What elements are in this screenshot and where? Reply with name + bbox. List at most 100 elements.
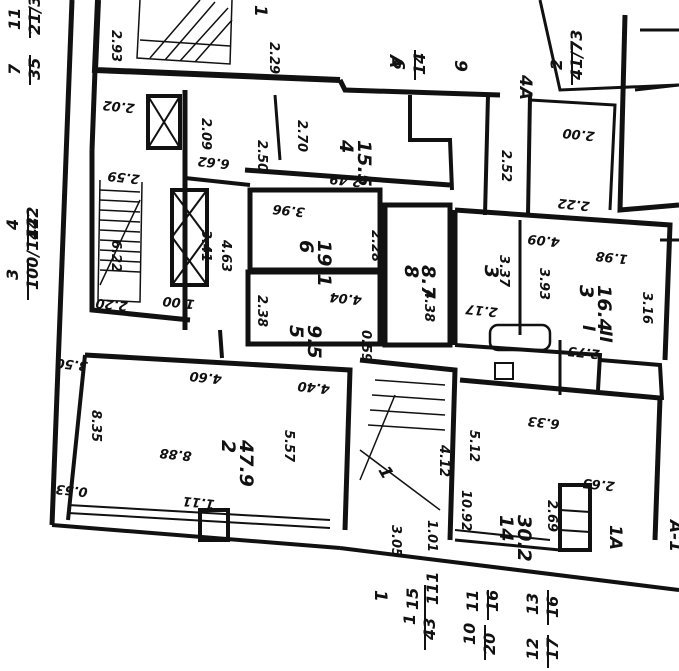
frac-bot-4-num: 11: [463, 590, 482, 612]
room-14-number: 14: [495, 515, 517, 541]
room-3-wall: [454, 207, 673, 361]
room-4-number: 4: [335, 139, 357, 153]
dim-888: 8.88: [159, 445, 192, 463]
dim-622: 6.22: [108, 240, 123, 272]
dim-463: 4.63: [218, 239, 233, 272]
dim-259: 2.59: [107, 168, 140, 186]
dim-229: 2.29: [266, 42, 281, 74]
dim-1092: 10.92: [458, 490, 473, 531]
dim-202: 2.02: [102, 97, 135, 115]
dim-059: 0.59: [358, 330, 373, 362]
stair-left: [97, 179, 143, 303]
mark-1b: 1: [250, 5, 270, 17]
room-2-area: 47.9: [235, 439, 257, 487]
dim-305: 3.05: [388, 525, 403, 557]
frac-left-3-num: 7: [5, 63, 24, 75]
frac-top-1-num: 9: [390, 59, 409, 70]
room-3-number: 3: [575, 285, 597, 298]
bottom-outer-wall-right: [339, 546, 679, 592]
room-6-area: 19.1: [313, 240, 335, 287]
dim-222: 2.22: [557, 195, 590, 213]
dim-270: 2.70: [294, 120, 309, 152]
mark-4a: 4A: [515, 74, 535, 100]
dim-111: 1.11: [182, 493, 215, 511]
dim-228: 2.28: [368, 230, 383, 262]
room-8-area: 8.7: [417, 265, 439, 299]
dim-835: 8.35: [88, 410, 103, 442]
top-block-wall: [91, 0, 341, 83]
dim-198: 1.98: [595, 248, 628, 266]
dim-412: 4.12: [436, 444, 451, 477]
room-8-number: 8: [400, 265, 422, 278]
dim-396: 3.96: [272, 201, 305, 219]
dim-440: 4.40: [297, 378, 331, 396]
dim-249: 2.49: [329, 171, 362, 189]
frac-bot-5-num: 12: [523, 638, 542, 660]
room-8-wall: [382, 202, 453, 348]
room-14-wall: [459, 377, 663, 541]
frac-top-2-den: 41/73: [567, 30, 586, 81]
stair-bottom: [359, 379, 446, 511]
mark-a: A: [385, 53, 405, 68]
dim-100: 1.00: [162, 293, 195, 311]
dim-209: 2.09: [198, 118, 213, 150]
mark-a1: A-1: [665, 518, 679, 552]
dim-252: 2.52: [498, 150, 513, 182]
pier: [198, 508, 230, 542]
room-5-number: 5: [285, 325, 307, 338]
frac-bot-1-num: 1: [400, 614, 419, 625]
frac-left-1-num: 3: [3, 269, 22, 280]
dim-460: 4.60: [189, 368, 223, 386]
frac-top-1-den: 14: [410, 53, 429, 75]
dim-250: 2.50: [254, 140, 269, 172]
wall-upper-left: [89, 69, 98, 151]
dim-053: 0.53: [55, 481, 88, 499]
frac-bot-3-num: 10: [460, 623, 479, 645]
frac-bot-1-den: 43: [420, 618, 439, 641]
room-14-area: 30.2: [513, 515, 535, 562]
dim-438: 4.38: [421, 289, 436, 322]
frac-left-2-den: 142: [23, 207, 42, 240]
left-outer-wall: [49, 0, 75, 526]
mark-1a: 1A: [605, 525, 625, 550]
stair-top: [136, 0, 233, 65]
dim-200: 2.00: [562, 125, 595, 143]
dim-341: 3.41: [198, 230, 213, 262]
dim-220: 2.20: [95, 295, 128, 313]
dim-557: 5.57: [281, 430, 296, 463]
frac-bot-5-den: 17: [543, 637, 562, 660]
frac-left-3-den: 35: [25, 58, 44, 80]
dim-293: 2.93: [108, 30, 123, 62]
stair-block-wall: [89, 150, 191, 323]
frac-bot-6-num: 13: [523, 593, 542, 615]
dim-350: 3.50: [55, 355, 88, 373]
frac-left-2-num: 4: [3, 219, 22, 231]
mark-1x: 1: [370, 590, 390, 602]
dim-275: 2.75: [567, 343, 600, 361]
frac-left-4-num: 11: [5, 8, 24, 30]
dim-512: 5.12: [466, 430, 481, 462]
room-5-area: 9.5: [303, 325, 325, 359]
mark-1: 1: [374, 463, 397, 483]
stair-bottom-wall: [359, 357, 458, 541]
room-6-number: 6: [295, 240, 317, 253]
fraction-bars: [27, 8, 573, 668]
dim-101: 1.01: [424, 520, 439, 552]
room-3a-number: 3: [480, 265, 502, 278]
frac-top-2-num: 2: [547, 59, 566, 70]
dim-269: 2.69: [544, 500, 559, 532]
dim-337: 3.37: [496, 255, 511, 288]
frac-bot-6-den: 16: [543, 596, 562, 618]
room-2-number: 2: [217, 440, 239, 453]
dim-633: 6.33: [527, 413, 560, 431]
dim-662: 6.62: [197, 153, 230, 171]
dim-404: 4.04: [329, 289, 363, 307]
elevator-shaft-1: [146, 94, 182, 150]
dim-393: 3.93: [536, 268, 551, 300]
dim-316: 3.16: [639, 292, 654, 324]
frac-bot-4-den: 16: [483, 590, 502, 612]
bottom-outer-wall-left: [51, 523, 341, 550]
frac-bot-2-den: 111: [423, 572, 442, 605]
